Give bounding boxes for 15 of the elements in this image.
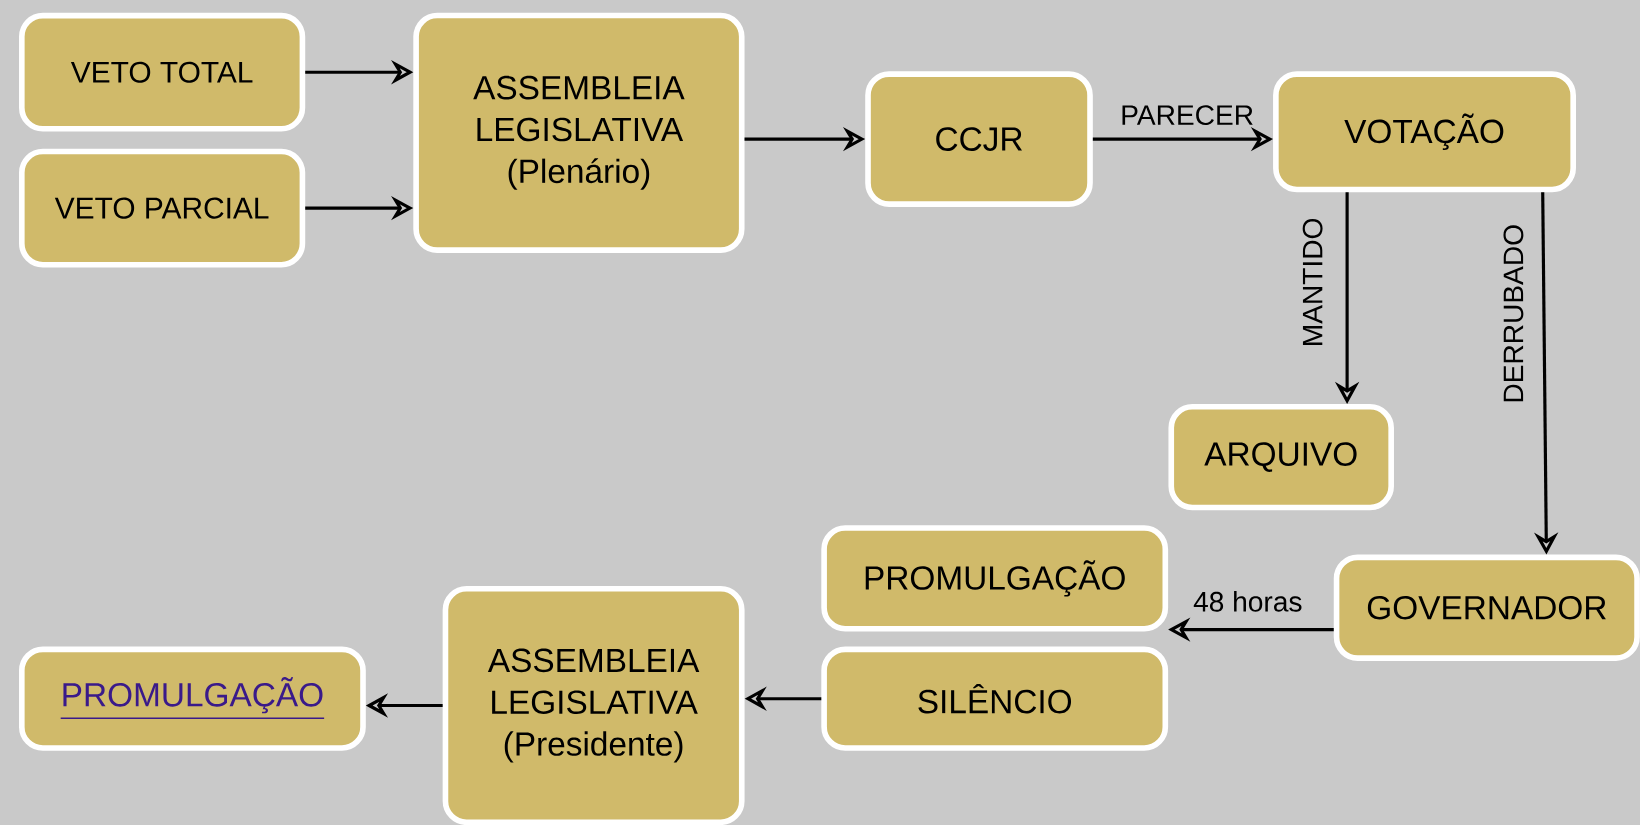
process-box: VOTAÇÃO xyxy=(1273,71,1576,193)
edge-label: 48 horas xyxy=(1193,591,1302,612)
edge-label: DERRUBADO xyxy=(1503,225,1524,402)
process-box: ASSEMBLEIA LEGISLATIVA (Presidente) xyxy=(442,585,745,825)
process-box: VETO PARCIAL xyxy=(19,148,306,268)
edge-label: PARECER xyxy=(1122,105,1253,126)
process-box: GOVERNADOR xyxy=(1333,554,1640,661)
process-box: VETO TOTAL xyxy=(19,12,306,132)
process-box: PROMULGAÇÃO xyxy=(821,525,1169,632)
process-box: SILÊNCIO xyxy=(821,646,1169,751)
process-box: ASSEMBLEIA LEGISLATIVA (Plenário) xyxy=(413,12,745,253)
edge-label: MANTIDO xyxy=(1302,218,1323,345)
process-box: CCJR xyxy=(865,71,1093,207)
process-box: ARQUIVO xyxy=(1168,403,1394,511)
link-box: PROMULGAÇÃO xyxy=(19,646,366,751)
